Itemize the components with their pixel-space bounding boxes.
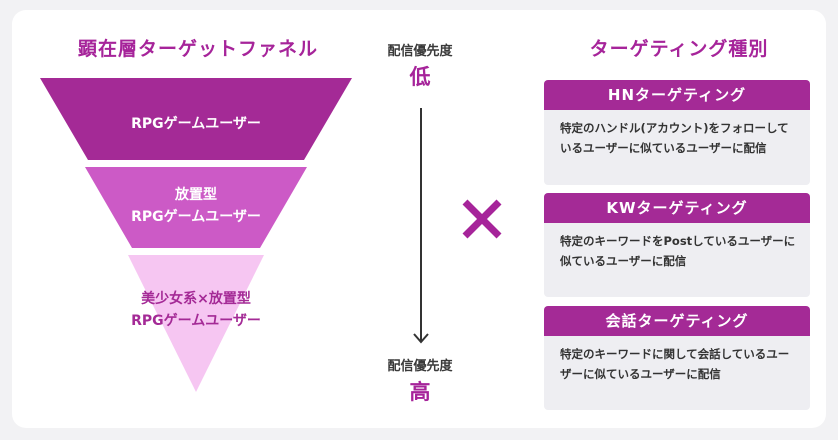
target-funnel	[40, 78, 352, 392]
targeting-type-kw: KWターゲティング 特定のキーワードをPostしているユーザーに似ているユーザー…	[544, 193, 810, 297]
funnel-tier-3-line-2: RPGゲームユーザー	[131, 313, 261, 329]
funnel-tier-3-label: 美少女系×放置型 RPGゲームユーザー	[40, 288, 352, 332]
funnel-tier-3-line-1: 美少女系×放置型	[141, 291, 251, 307]
targeting-type-hn-name: HNターゲティング	[544, 80, 810, 110]
funnel-tier-1-label: RPGゲームユーザー	[40, 113, 352, 135]
targeting-type-conversation-description: 特定のキーワードに関して会話しているユーザーに似ているユーザーに配信	[560, 347, 790, 381]
funnel-tier-2-label: 放置型 RPGゲームユーザー	[40, 184, 352, 228]
funnel-tier-3	[128, 255, 264, 392]
cross-icon	[462, 199, 502, 239]
targeting-type-kw-name: KWターゲティング	[544, 193, 810, 223]
priority-low: 配信優先度 低	[365, 40, 475, 91]
targeting-type-conversation: 会話ターゲティング 特定のキーワードに関して会話しているユーザーに似ているユーザ…	[544, 306, 810, 410]
funnel-tier-2	[85, 167, 307, 248]
targeting-type-hn: HNターゲティング 特定のハンドル(アカウント)をフォローしているユーザーに似て…	[544, 80, 810, 185]
funnel-title: 顕在層ターゲットファネル	[77, 38, 318, 60]
funnel-tier-2-line-2: RPGゲームユーザー	[131, 209, 261, 225]
priority-high-caption: 配信優先度	[387, 359, 453, 374]
targeting-type-conversation-name: 会話ターゲティング	[544, 306, 810, 336]
targeting-title: ターゲティング種別	[589, 38, 769, 60]
funnel-tier-1	[40, 78, 352, 160]
arrow-down-icon	[413, 108, 429, 344]
priority-high: 配信優先度 高	[365, 355, 475, 406]
targeting-type-kw-description: 特定のキーワードをPostしているユーザーに似ているユーザーに配信	[560, 234, 796, 268]
funnel-tier-1-line-1: RPGゲームユーザー	[131, 116, 261, 132]
priority-low-value: 低	[409, 65, 431, 89]
priority-low-caption: 配信優先度	[387, 44, 453, 59]
priority-high-value: 高	[409, 380, 431, 404]
targeting-type-hn-description: 特定のハンドル(アカウント)をフォローしているユーザーに似ているユーザーに配信	[560, 121, 789, 155]
funnel-tier-2-line-1: 放置型	[175, 187, 217, 203]
